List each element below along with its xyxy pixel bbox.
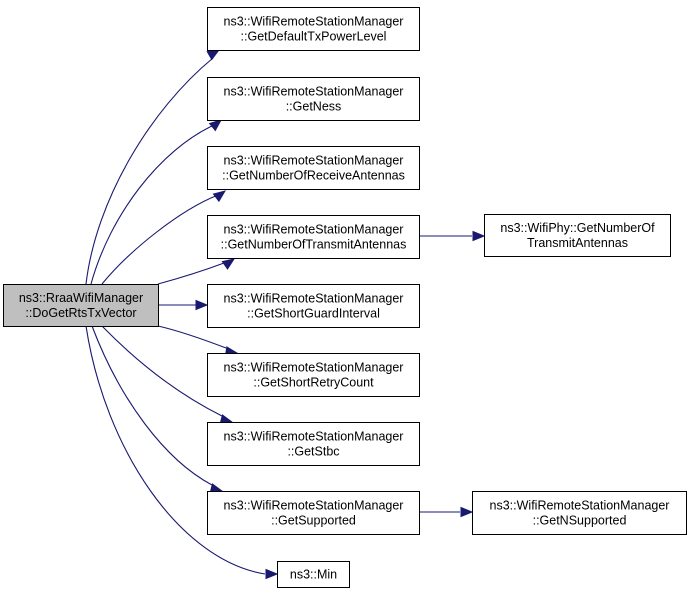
node-label-line: ::GetNSupported — [533, 514, 627, 528]
edge-root-to-getshortguardinterval — [158, 299, 209, 311]
node-label-line: ns3::WifiRemoteStationManager — [224, 361, 404, 375]
node-label-line: ns3::WifiRemoteStationManager — [224, 154, 404, 168]
node-label-line: ns3::WifiRemoteStationManager — [224, 292, 404, 306]
node-box[interactable] — [207, 284, 420, 328]
edge-root-to-getshortretrycount — [157, 325, 239, 357]
edge-root-to-getdefaulttxpowerlevel — [85, 49, 221, 285]
root-node-box[interactable] — [3, 284, 159, 327]
node-label-line: ::GetNess — [286, 100, 342, 114]
node-label-line: ns3::WifiRemoteStationManager — [224, 223, 404, 237]
edge-line — [101, 325, 223, 417]
node-label-line: ns3::WifiRemoteStationManager — [224, 430, 404, 444]
node-box[interactable] — [207, 77, 420, 121]
node-label-line: ::GetShortGuardInterval — [247, 307, 380, 321]
node-label-line: ns3::WifiRemoteStationManager — [490, 499, 670, 513]
node-box[interactable] — [207, 215, 420, 259]
node-min[interactable]: ns3::Min — [277, 561, 350, 588]
node-getsupported[interactable]: ns3::WifiRemoteStationManager::GetSuppor… — [207, 491, 420, 535]
node-label-line: ::GetNumberOfTransmitAntennas — [221, 238, 407, 252]
node-label-line: ::GetShortRetryCount — [253, 376, 374, 390]
edge-root-to-getnumberoftransmitantennas — [157, 258, 236, 285]
node-label-line: ::DoGetRtsTxVector — [25, 306, 136, 320]
node-getshortguardinterval[interactable]: ns3::WifiRemoteStationManager::GetShortG… — [207, 284, 420, 328]
edge-line — [90, 124, 215, 285]
node-label-line: ns3::WifiRemoteStationManager — [224, 85, 404, 99]
arrowhead-icon — [195, 299, 209, 311]
edge-getsupported-to-getnsupported — [419, 506, 474, 518]
edge-line — [91, 325, 213, 486]
edge-root-to-getness — [90, 119, 223, 285]
nodes-layer: ns3::RraaWifiManager::DoGetRtsTxVectorns… — [3, 7, 687, 588]
node-label-line: ::GetSupported — [271, 514, 356, 528]
arrowhead-icon — [208, 119, 223, 132]
arrowhead-icon — [206, 49, 221, 61]
node-box[interactable] — [472, 491, 687, 535]
node-label-line: ::GetDefaultTxPowerLevel — [241, 30, 387, 44]
edge-line — [157, 325, 227, 349]
node-label-line: ::GetStbc — [287, 445, 339, 459]
node-getshortretrycount[interactable]: ns3::WifiRemoteStationManager::GetShortR… — [207, 353, 420, 397]
node-label-line: ns3::WifiRemoteStationManager — [224, 15, 404, 29]
node-label-line: ::GetNumberOfReceiveAntennas — [222, 169, 405, 183]
node-box[interactable] — [207, 146, 420, 190]
edges-layer — [85, 49, 486, 580]
node-box[interactable] — [484, 214, 671, 257]
node-label-line: ns3::WifiRemoteStationManager — [224, 499, 404, 513]
edge-line — [85, 57, 214, 285]
node-root[interactable]: ns3::RraaWifiManager::DoGetRtsTxVector — [3, 284, 159, 327]
node-box[interactable] — [207, 353, 420, 397]
arrowhead-icon — [265, 568, 279, 580]
edge-line — [157, 262, 225, 285]
edge-getnumberoftransmitantennas-to-wifiphy-getnumberoftransmitantennas — [419, 230, 486, 242]
arrowhead-icon — [460, 506, 474, 518]
edge-root-to-min — [85, 325, 279, 580]
arrowhead-icon — [212, 190, 227, 203]
edge-root-to-getsupported — [91, 325, 224, 494]
node-getness[interactable]: ns3::WifiRemoteStationManager::GetNess — [207, 77, 420, 121]
node-getdefaulttxpowerlevel[interactable]: ns3::WifiRemoteStationManager::GetDefaul… — [207, 7, 420, 51]
node-getnsupported[interactable]: ns3::WifiRemoteStationManager::GetNSuppo… — [472, 491, 687, 535]
node-getnumberoftransmitantennas[interactable]: ns3::WifiRemoteStationManager::GetNumber… — [207, 215, 420, 259]
arrowhead-icon — [472, 230, 486, 242]
node-label-line: ns3::RraaWifiManager — [19, 291, 143, 305]
node-box[interactable] — [277, 561, 350, 588]
node-getnumberofreceiveantennas[interactable]: ns3::WifiRemoteStationManager::GetNumber… — [207, 146, 420, 190]
edge-line — [101, 194, 219, 285]
node-box[interactable] — [207, 422, 420, 466]
edge-line — [85, 325, 266, 575]
node-getstbc[interactable]: ns3::WifiRemoteStationManager::GetStbc — [207, 422, 420, 466]
edge-root-to-getnumberofreceiveantennas — [101, 190, 227, 285]
arrowhead-icon — [221, 258, 236, 270]
node-box[interactable] — [207, 491, 420, 535]
node-label-line: ns3::Min — [290, 568, 337, 582]
node-wifiphy-getnumberoftransmitantennas[interactable]: ns3::WifiPhy::GetNumberOfTransmitAntenna… — [484, 214, 671, 257]
node-label-line: ns3::WifiPhy::GetNumberOf — [500, 221, 655, 235]
node-box[interactable] — [207, 7, 420, 51]
node-label-line: TransmitAntennas — [527, 236, 628, 250]
